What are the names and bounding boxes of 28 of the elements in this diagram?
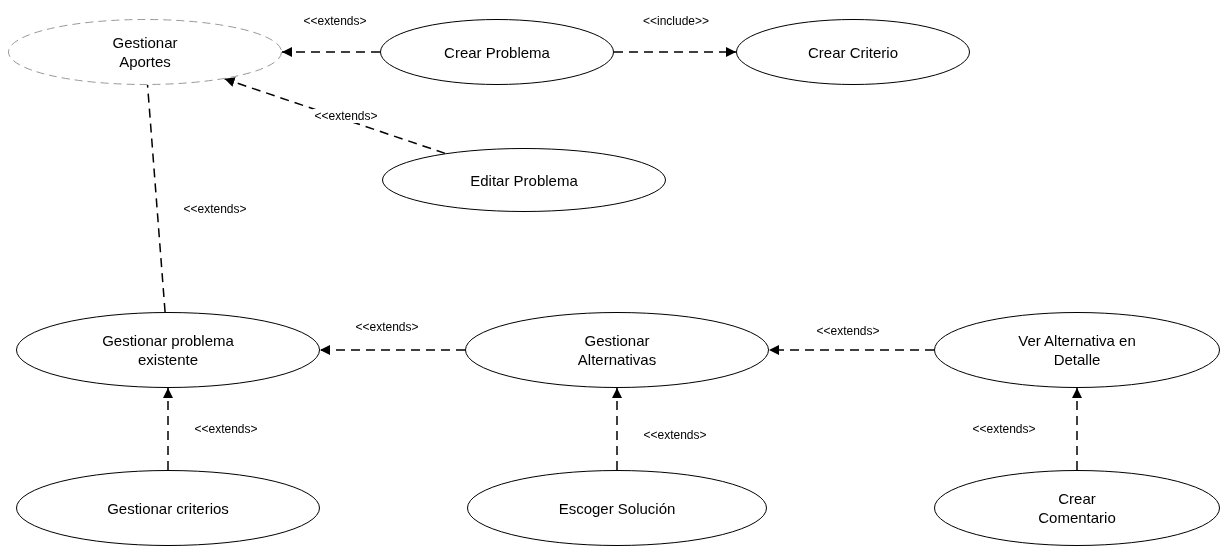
use-case-name: Ver Alternativa en Detalle xyxy=(1017,331,1137,369)
edge-label: <<include>> xyxy=(640,14,712,28)
dashed-arrow xyxy=(612,387,622,471)
edge-label: <<extends> xyxy=(312,109,380,123)
edge-label: <<extends> xyxy=(301,14,369,28)
edge-label: <<extends> xyxy=(181,202,249,216)
edge-label: <<extends> xyxy=(192,422,260,436)
dashed-arrow xyxy=(613,47,737,57)
dashed-arrow xyxy=(281,47,381,57)
use-case-name: Gestionar problema existente xyxy=(101,331,235,369)
dashed-arrow xyxy=(223,77,446,155)
use-case-name: Crear Problema xyxy=(444,42,550,62)
dashed-arrow xyxy=(163,387,173,471)
use-case-name: Gestionar criterios xyxy=(107,498,229,518)
edge-label: <<extends> xyxy=(641,428,709,442)
use-case-name: Gestionar Aportes xyxy=(111,33,179,71)
edge-label: <<extends> xyxy=(353,320,421,334)
use-case-name: Crear Comentario xyxy=(1037,489,1117,527)
use-case-name: Escoger Solución xyxy=(558,498,676,518)
use-case-name: Crear Criterio xyxy=(808,42,898,62)
use-case-name: Gestionar Alternativas xyxy=(576,331,658,369)
dashed-arrow xyxy=(1072,387,1082,471)
dashed-arrow xyxy=(768,345,935,355)
edge-label: <<extends> xyxy=(970,422,1038,436)
dashed-line xyxy=(146,84,166,313)
use-case-name: Editar Problema xyxy=(470,170,578,190)
dashed-arrow xyxy=(319,345,466,355)
edge-label: <<extends> xyxy=(814,324,882,338)
